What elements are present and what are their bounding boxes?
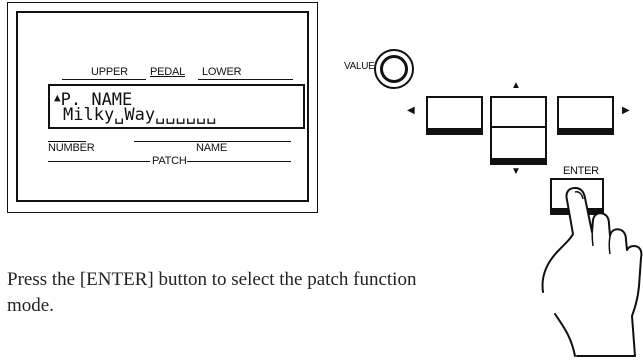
triangle-left-icon: ◀ [407, 105, 415, 116]
label-name: NAME [196, 142, 227, 154]
triangle-up-icon: ▲ [511, 80, 521, 91]
triangle-right-icon: ▶ [622, 105, 630, 116]
value-knob-inner [380, 55, 408, 83]
cursor-down-button[interactable] [490, 126, 547, 160]
lcd-line-1: ▲P. NAME [54, 89, 132, 109]
cursor-marker-icon: ▲ [54, 91, 61, 104]
value-label: VALUE [344, 61, 375, 72]
instruction-caption: Press the [ENTER] button to select the p… [7, 269, 417, 316]
pointing-hand-icon [541, 187, 643, 357]
label-lower: LOWER [202, 66, 242, 78]
number-rule [48, 141, 86, 142]
cursor-up-button[interactable] [490, 96, 547, 130]
display-panel-frame [7, 2, 318, 213]
patch-rule-left [48, 161, 150, 162]
lower-rule [198, 79, 293, 80]
label-patch: PATCH [152, 155, 187, 167]
patch-rule-right [187, 161, 291, 162]
cursor-right-button[interactable] [557, 96, 614, 130]
lcd-screen: ▲P. NAME Milky␣Way␣␣␣␣␣␣ [48, 84, 305, 129]
name-rule [134, 141, 291, 142]
label-number: NUMBER [48, 142, 95, 154]
label-upper: UPPER [91, 66, 128, 78]
enter-label: ENTER [563, 165, 599, 177]
upper-rule [62, 79, 146, 80]
value-knob[interactable] [374, 49, 414, 89]
triangle-down-icon: ▼ [511, 166, 521, 177]
lcd-line-1-text: P. NAME [60, 90, 133, 110]
display-panel [16, 11, 309, 202]
lcd-line-2: Milky␣Way␣␣␣␣␣␣ [63, 105, 217, 125]
cursor-left-button[interactable] [426, 96, 483, 130]
label-pedal: PEDAL [150, 66, 186, 78]
